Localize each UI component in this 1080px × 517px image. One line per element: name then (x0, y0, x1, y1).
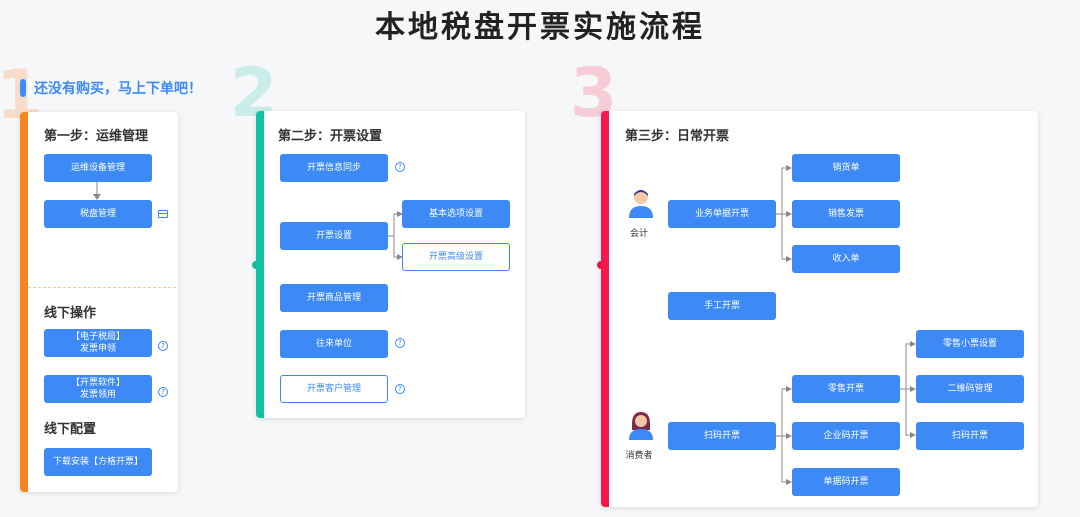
e-tax-invoice-apply-button[interactable]: 【电子税局】 发票申领 (44, 329, 152, 357)
step1-divider (28, 287, 176, 288)
e-tax-line2: 发票申领 (79, 344, 116, 354)
accountant-avatar-icon (629, 190, 653, 218)
help-icon[interactable]: ? (395, 338, 405, 348)
buy-promo-link[interactable]: 还没有购买，马上下单吧！ (20, 78, 202, 98)
promo-text: 还没有购买，马上下单吧！ (34, 81, 202, 97)
manual-invoice-button[interactable]: 手工开票 (668, 292, 776, 320)
advanced-settings-button[interactable]: 开票高级设置 (402, 243, 510, 271)
invoice-info-sync-button[interactable]: 开票信息同步 (280, 154, 388, 182)
accountant-label: 会计 (629, 229, 648, 239)
offline-config-title: 线下配置 (44, 422, 97, 437)
qr-code-management-button[interactable]: 二维码管理 (916, 375, 1024, 403)
step2-title: 第二步：开票设置 (278, 129, 383, 144)
device-management-button[interactable]: 运维设备管理 (44, 154, 152, 182)
doc-code-invoice-button[interactable]: 单据码开票 (792, 468, 900, 496)
step3-color-bar (601, 111, 609, 507)
help-icon[interactable]: ? (395, 384, 405, 394)
sales-order-button[interactable]: 销货单 (792, 154, 900, 182)
download-install-button[interactable]: 下载安装【方格开票】 (44, 448, 152, 476)
consumer-avatar-icon (629, 412, 653, 440)
partners-button[interactable]: 往来单位 (280, 330, 388, 358)
software-line2: 发票领用 (79, 390, 116, 400)
retail-invoice-button[interactable]: 零售开票 (792, 375, 900, 403)
tax-disk-management-button[interactable]: 税盘管理 (44, 200, 152, 228)
promo-bar (20, 79, 26, 97)
e-tax-line1: 【电子税局】 (70, 332, 125, 342)
product-management-button[interactable]: 开票商品管理 (280, 284, 388, 312)
step1-color-bar (20, 112, 28, 492)
enterprise-code-invoice-button[interactable]: 企业码开票 (792, 422, 900, 450)
income-order-button[interactable]: 收入单 (792, 245, 900, 273)
invoice-settings-button[interactable]: 开票设置 (280, 222, 388, 250)
scan-invoice-button[interactable]: 扫码开票 (668, 422, 776, 450)
step1-title: 第一步：运维管理 (44, 129, 149, 144)
retail-receipt-settings-button[interactable]: 零售小票设置 (916, 330, 1024, 358)
page-title: 本地税盘开票实施流程 (375, 10, 705, 45)
help-icon[interactable]: ? (158, 387, 168, 397)
help-icon[interactable]: ? (395, 162, 405, 172)
card-icon[interactable] (158, 210, 168, 218)
step2-color-bar (256, 111, 264, 418)
customer-management-button[interactable]: 开票客户管理 (280, 375, 388, 403)
help-icon[interactable]: ? (158, 341, 168, 351)
step3-title: 第三步：日常开票 (625, 129, 730, 144)
sales-invoice-button[interactable]: 销售发票 (792, 200, 900, 228)
software-line1: 【开票软件】 (70, 378, 125, 388)
consumer-label: 消费者 (625, 451, 653, 461)
scan-code-invoice-button[interactable]: 扫码开票 (916, 422, 1024, 450)
basic-options-button[interactable]: 基本选项设置 (402, 200, 510, 228)
invoice-software-receive-button[interactable]: 【开票软件】 发票领用 (44, 375, 152, 403)
business-doc-invoice-button[interactable]: 业务单据开票 (668, 200, 776, 228)
offline-ops-title: 线下操作 (44, 306, 97, 321)
